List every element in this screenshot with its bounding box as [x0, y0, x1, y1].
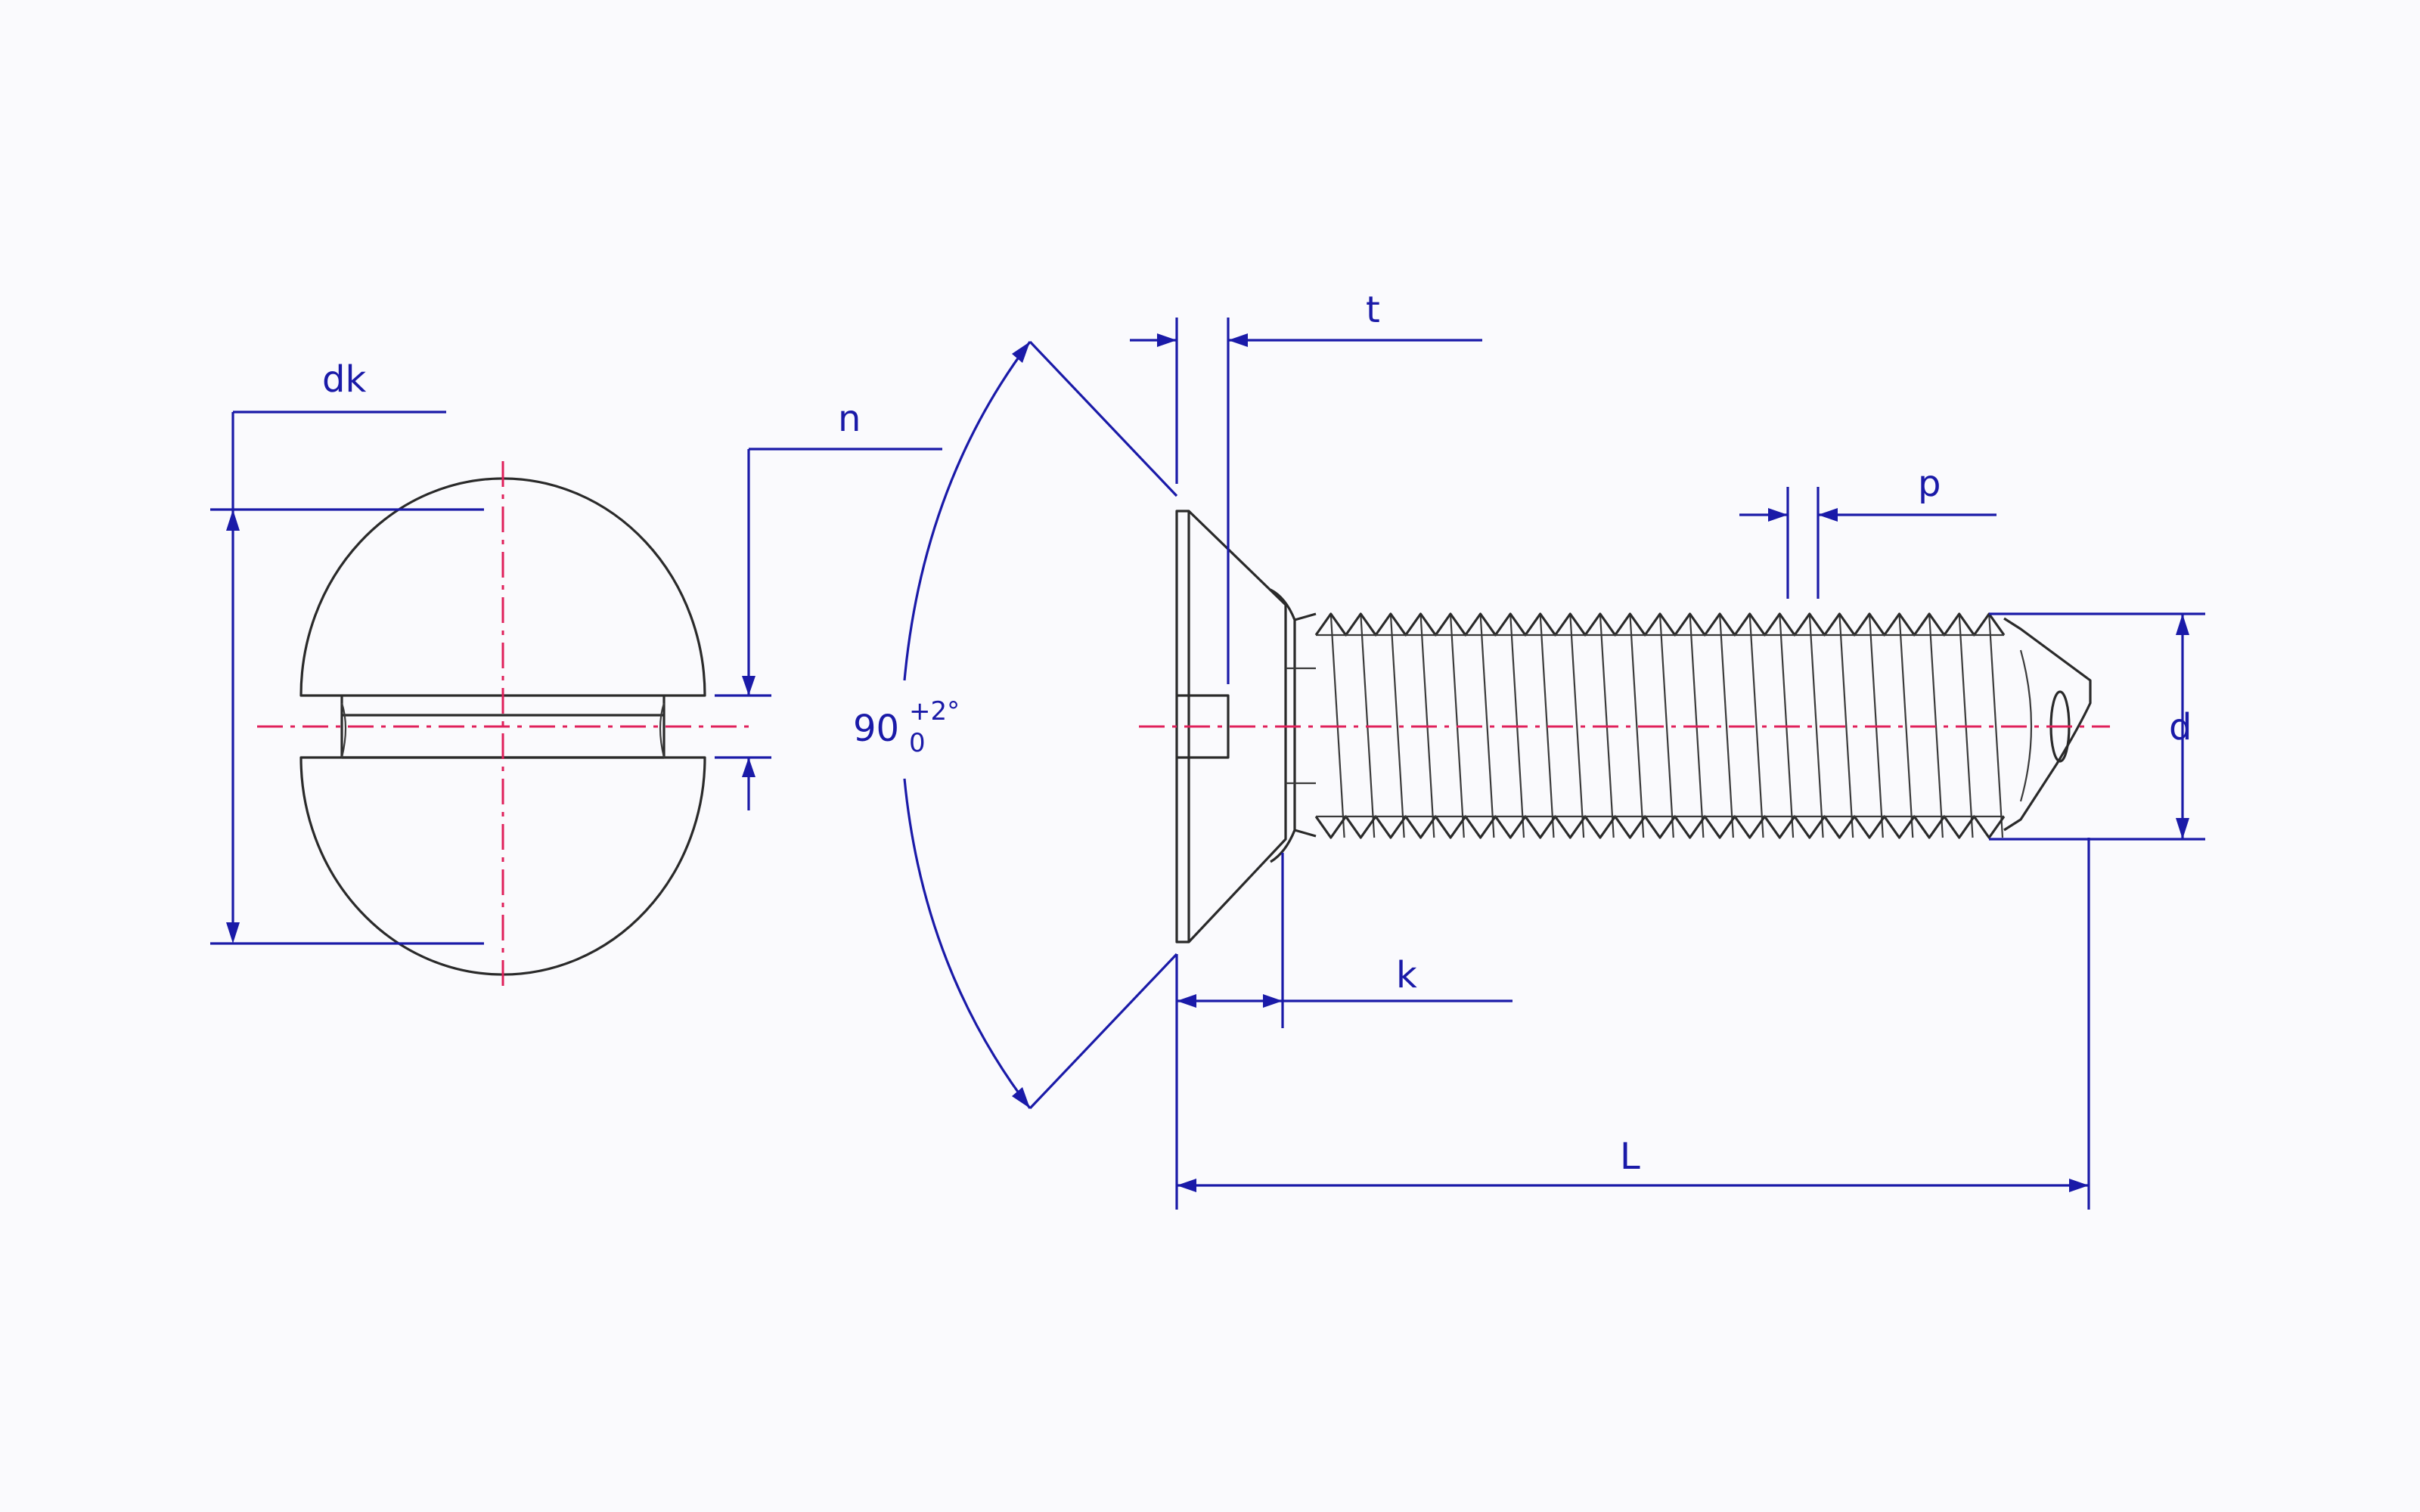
p-dimension: p [1739, 463, 1996, 599]
angle-dimension: 90 +2° 0 [853, 340, 1178, 1110]
k-dimension: k [1175, 853, 1512, 1210]
angle-value: 90 [853, 708, 899, 750]
angle-arc-upper [903, 341, 1032, 681]
thread-flank [1988, 613, 2004, 838]
thread-flank [1808, 613, 1824, 838]
p-label: p [1918, 463, 1941, 505]
slot-shading-right [659, 702, 666, 758]
thread-crest-top [1314, 612, 2006, 637]
thread-flank [1719, 613, 1734, 838]
tip-inner [2019, 649, 2033, 802]
L-dimension: L [1177, 838, 2090, 1210]
shank-bottom [1294, 829, 1317, 838]
n-label: n [838, 398, 861, 440]
thread-flank [1569, 613, 1585, 838]
thread-flank [1898, 613, 1914, 838]
thread-flank [1479, 613, 1495, 838]
head-upper-half [299, 477, 706, 697]
shank-top [1294, 612, 1317, 621]
head-slot [1177, 694, 1230, 759]
dk-label: dk [322, 358, 366, 401]
head-lower-half [299, 756, 706, 976]
thread-flank [1629, 613, 1645, 838]
screw-side-view [1139, 510, 2110, 943]
k-label: k [1396, 954, 1417, 996]
thread-flank [1838, 613, 1854, 838]
t-dimension: t [1130, 289, 1482, 684]
d-label: d [2169, 706, 2192, 748]
neck-fillet [1270, 588, 1296, 863]
head-top-view [257, 461, 756, 990]
thread-flank [1539, 613, 1555, 838]
L-label: L [1620, 1136, 1640, 1178]
tip [2003, 617, 2092, 832]
thread-flank [1389, 613, 1405, 838]
slot-shading-left [340, 702, 347, 758]
d-dimension: d [1989, 612, 2205, 841]
n-dimension: n [715, 398, 942, 810]
thread-flank [1748, 613, 1764, 838]
angle-arc-lower [903, 778, 1032, 1109]
dk-dimension: dk [210, 358, 484, 945]
thread-flank [1658, 613, 1674, 838]
t-label: t [1366, 289, 1380, 331]
angle-upper-tolerance: +2° [909, 696, 960, 727]
angle-lower-tolerance: 0 [909, 728, 926, 758]
thread-crest-bottom [1314, 815, 2006, 839]
